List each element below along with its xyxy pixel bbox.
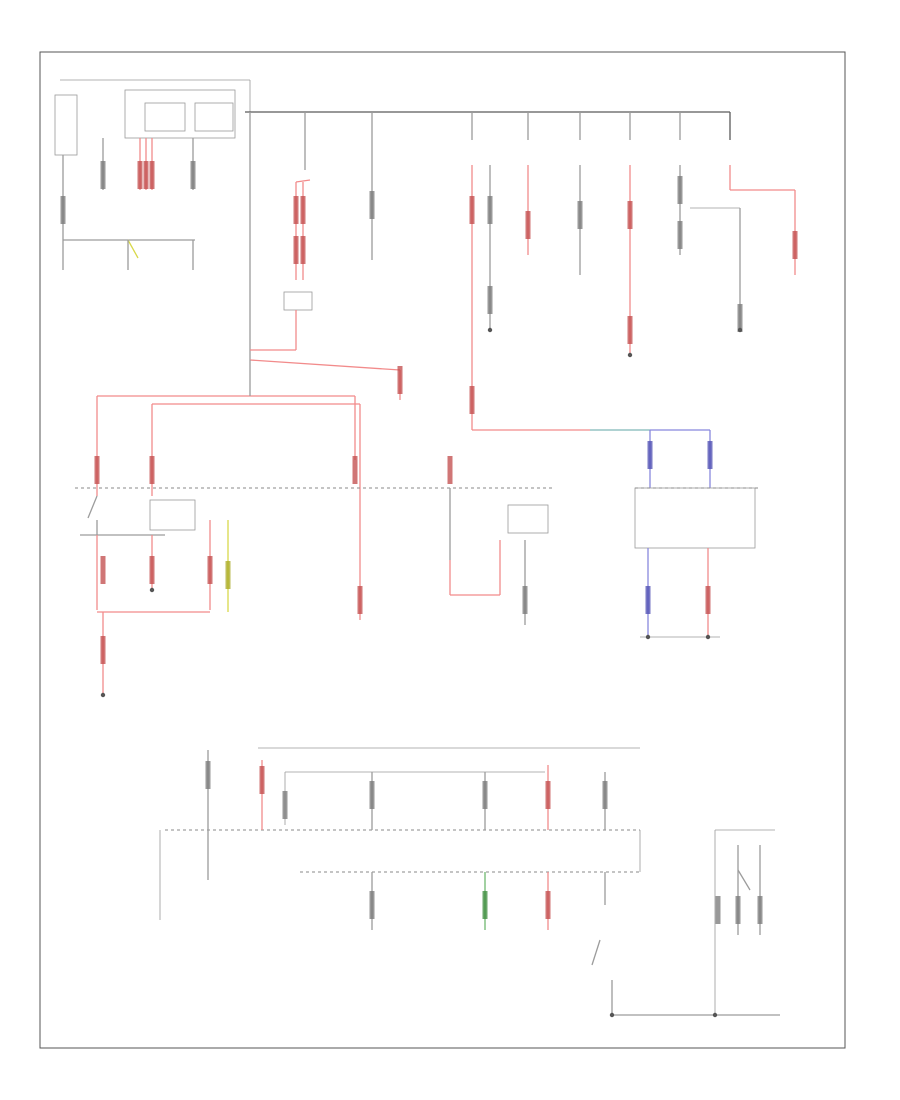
wire-connector — [190, 161, 196, 189]
wire-connector — [94, 456, 100, 484]
terminal-dot — [737, 327, 743, 333]
wire-connector — [352, 456, 358, 484]
wire-connector — [207, 556, 213, 584]
wire-connector — [715, 896, 721, 924]
mid-right-block — [634, 487, 760, 549]
wire-connector — [677, 221, 683, 249]
terminal-dot — [645, 634, 651, 640]
wire-connector — [60, 196, 66, 224]
power-window-feed — [472, 429, 711, 488]
wire-connector — [447, 456, 453, 484]
wire-connector — [293, 196, 299, 224]
terminal-dot — [627, 352, 633, 358]
wire-connector — [705, 586, 711, 614]
wire-connector — [645, 586, 651, 614]
terminal-dot — [487, 327, 493, 333]
mid-centre-loop — [449, 488, 549, 625]
terminal-dot — [712, 1012, 718, 1018]
wire-connector — [369, 781, 375, 809]
lower-fuse-drops — [207, 750, 780, 1016]
wire-connector — [282, 791, 288, 819]
diagram-frame — [39, 51, 846, 1049]
battery-and-fusible-link-block — [54, 79, 251, 156]
right-low-block — [714, 829, 775, 1015]
wire-connector — [469, 386, 475, 414]
wire-connector — [225, 561, 231, 589]
wire-connector — [627, 316, 633, 344]
wire-connector — [482, 891, 488, 919]
wire-connector — [545, 781, 551, 809]
battery-column-wiring — [62, 138, 195, 270]
terminal-dot — [149, 587, 155, 593]
lower-junction-frame — [159, 747, 641, 920]
wire-connector — [525, 211, 531, 239]
wire-connector — [300, 196, 306, 224]
wire-connector — [205, 761, 211, 789]
wire-connector — [522, 586, 528, 614]
wire-connector — [137, 161, 143, 189]
wire-connector — [627, 201, 633, 229]
wire-connector — [482, 781, 488, 809]
wire-connector — [487, 196, 493, 224]
wire-connector — [757, 896, 763, 924]
terminal-dot — [705, 634, 711, 640]
wire-connector — [369, 191, 375, 219]
wire-connector — [100, 556, 106, 584]
right-top-branches — [471, 165, 796, 430]
wire-connector — [487, 286, 493, 314]
wire-connector — [293, 236, 299, 264]
wire-connector — [707, 441, 713, 469]
wire-connector — [100, 161, 106, 189]
wire-connector — [469, 196, 475, 224]
connector-markers — [60, 161, 798, 1018]
wire-connector — [737, 304, 743, 332]
wire-connector — [149, 556, 155, 584]
wire-connector — [300, 236, 306, 264]
wire-connector — [100, 636, 106, 664]
wire-connector — [602, 781, 608, 809]
wire-connector — [647, 441, 653, 469]
wire-connector — [369, 891, 375, 919]
wire-connector — [677, 176, 683, 204]
wire-connector — [397, 366, 403, 394]
top-fuse-drops — [249, 112, 681, 360]
wire-connector — [259, 766, 265, 794]
wire-connector — [545, 891, 551, 919]
terminal-dot — [609, 1012, 615, 1018]
wire-connector — [735, 896, 741, 924]
wire-connector — [577, 201, 583, 229]
terminal-dot — [100, 692, 106, 698]
wire-connector — [149, 161, 155, 189]
wire-connector — [149, 456, 155, 484]
mid-left-switch-group — [80, 495, 229, 695]
wire-connector — [357, 586, 363, 614]
left-red-main-run — [96, 310, 401, 620]
wire-connector — [792, 231, 798, 259]
wire-connector — [143, 161, 149, 189]
